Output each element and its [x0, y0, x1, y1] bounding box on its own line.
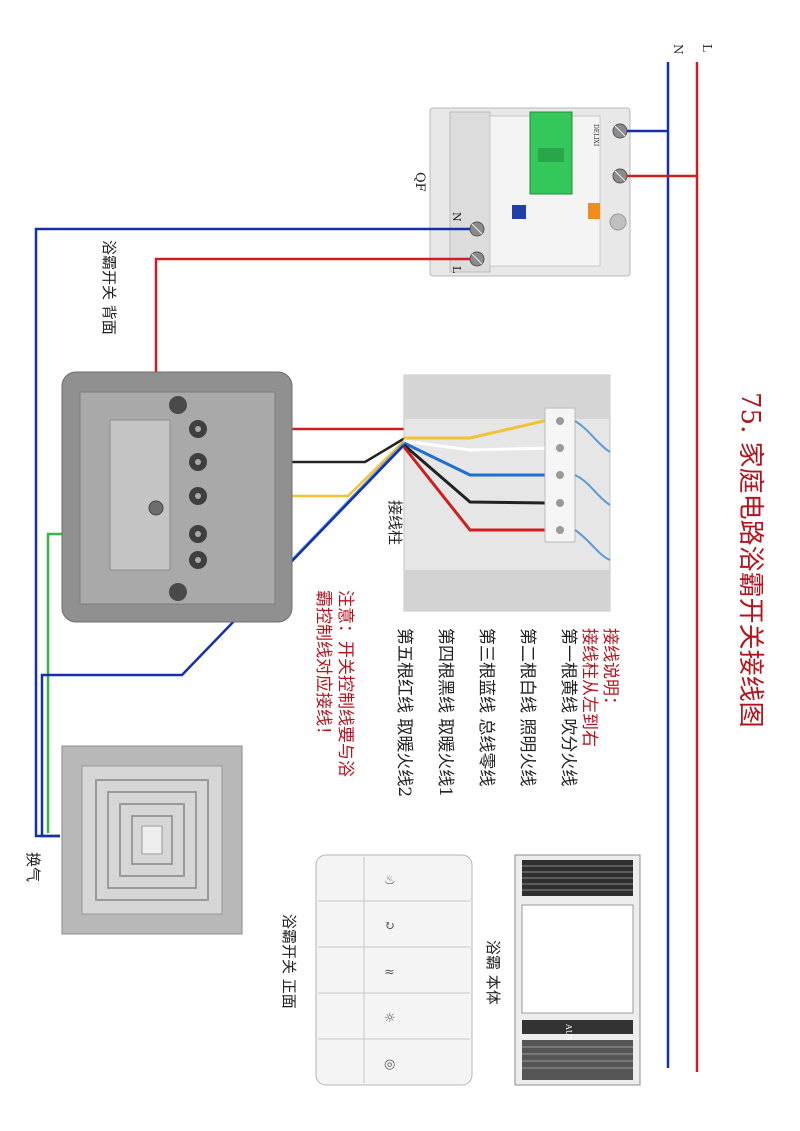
wiring-note: 第一根黄线 吹分火线 — [558, 628, 578, 786]
mains-l-label: L — [700, 44, 714, 52]
mains-lines: L N — [666, 44, 714, 1072]
switch-back-label: 浴霸开关 背面 — [100, 240, 118, 335]
heater-body: AUX 浴霸 本体 — [484, 854, 641, 1086]
wiring-note: 第二根白线 照明火线 — [517, 628, 537, 786]
exhaust-fan: 换气 — [24, 745, 243, 935]
heater-brand: AUX — [564, 1023, 573, 1043]
switch-front-label: 浴霸开关 正面 — [280, 914, 298, 1009]
heat-mode-icon: ≈ — [384, 965, 395, 980]
page-title: 75. 家庭电路浴霸开关接线图 — [735, 392, 765, 728]
fan-label: 换气 — [24, 852, 42, 882]
caution-line: 注意：开关控制线要与浴 — [335, 590, 355, 777]
switch-terminal-screws — [189, 420, 207, 569]
test-button[interactable] — [512, 205, 526, 219]
terminal-block-photo: 接线柱 — [386, 374, 611, 612]
breaker-brand: DELIXI — [592, 124, 599, 147]
fan-mode-icon: ♨ — [384, 873, 396, 888]
breaker-qf-label: QF — [412, 172, 427, 192]
wiring-note: 接线柱从左到右 — [579, 628, 599, 747]
wiring-note: 第五根红线 取暖火线2 — [394, 628, 414, 797]
circuit-breaker: DELIXI QF N L — [412, 107, 631, 277]
terminal-block-label: 接线柱 — [386, 500, 404, 545]
heater-body-label: 浴霸 本体 — [484, 940, 502, 1005]
wiring-notes: 接线说明： 接线柱从左到右 第一根黄线 吹分火线 第二根白线 照明火线 第三根蓝… — [394, 628, 620, 797]
wiring-note: 第四根黑线 取暖火线1 — [435, 628, 455, 797]
breaker-n-terminal: N — [450, 212, 463, 222]
breaker-l-terminal: L — [450, 266, 463, 274]
wiring-note: 接线说明： — [600, 628, 620, 713]
swing-mode-icon: ↻ — [384, 919, 395, 934]
light-mode-icon: ☼ — [384, 1011, 396, 1026]
switch-front: ♨ ↻ ≈ ☼ ◎ 浴霸开关 正面 — [280, 854, 473, 1086]
caution-note: 注意：开关控制线要与浴 霸控制线对应接线！ — [313, 590, 355, 777]
caution-line: 霸控制线对应接线！ — [313, 590, 333, 743]
breaker-terminal-icons — [469, 123, 628, 267]
switch-back-panel: 浴霸开关 背面 — [61, 240, 293, 623]
wiring-note: 第三根蓝线 总线零线 — [476, 628, 496, 786]
mains-n-label: N — [671, 44, 685, 55]
exhaust-mode-icon: ◎ — [384, 1057, 395, 1072]
